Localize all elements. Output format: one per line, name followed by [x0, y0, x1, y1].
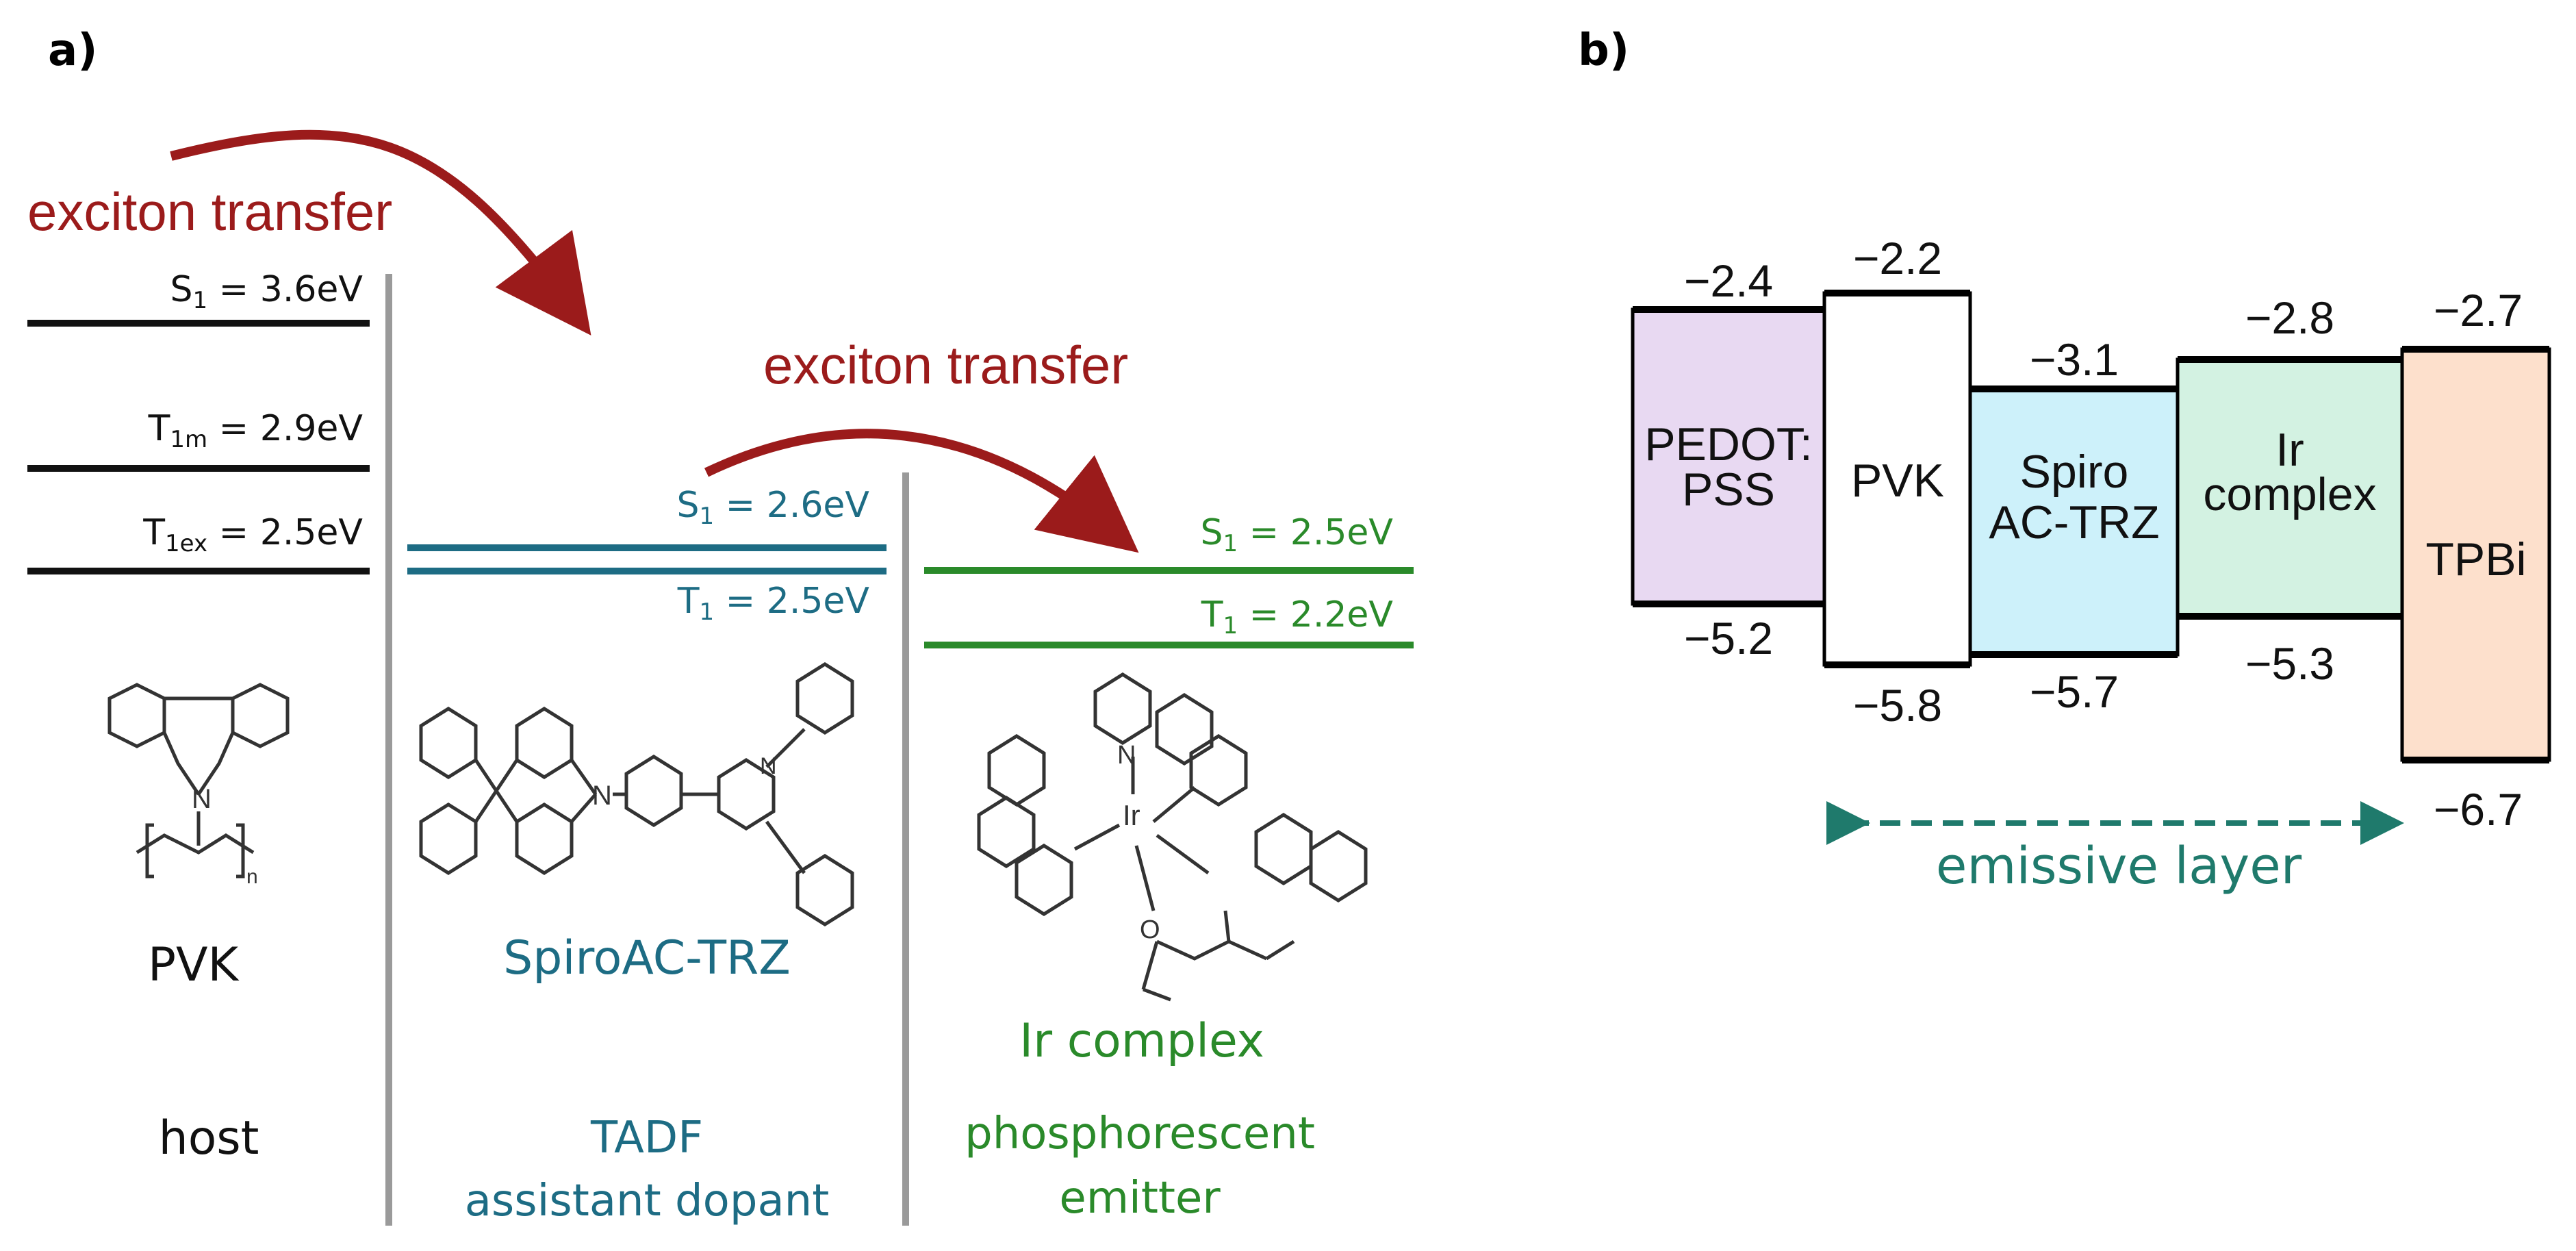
host-level-t1m-label: T1m = 2.9eV: [148, 408, 364, 453]
tadf-role-line2: assistant dopant: [465, 1176, 830, 1226]
band-spiroac-trz-name-1: Spiro: [2020, 446, 2129, 498]
host-role-label: host: [159, 1111, 259, 1165]
panel-a-label: a): [48, 25, 97, 76]
pvk-structure: [107, 683, 290, 879]
band-pvk: PVK −2.2 −5.8: [1822, 233, 1972, 731]
ir-complex-structure: [977, 672, 1368, 1002]
band-pvk-top-value: −2.2: [1853, 233, 1942, 283]
band-spiroac-trz-name-2: AC-TRZ: [1989, 496, 2159, 548]
panel-b: b) PEDOT: PSS −2.4 −5.2 PVK −2.2 −5.8 Sp…: [1578, 25, 2551, 896]
panel-b-label: b): [1578, 25, 1629, 76]
band-pvk-name: PVK: [1851, 455, 1944, 507]
spiroac-trz-n-atom: N: [592, 781, 612, 811]
exciton-transfer-label-1: exciton transfer: [27, 181, 392, 242]
pvk-n-atom: N: [192, 784, 212, 814]
exciton-transfer-arrow-2: [704, 429, 1139, 553]
panel-a: a) exciton transfer exciton transfer S1 …: [27, 25, 1414, 1226]
band-spiroac-trz: Spiro AC-TRZ −3.1 −5.7: [1968, 334, 2180, 717]
ir-complex-n-atom: N: [1117, 741, 1136, 770]
spiroac-trz-structure: [419, 662, 854, 926]
pvk-molecule-name: PVK: [148, 938, 240, 992]
spiroac-trz-triazine-n: N: [760, 753, 777, 779]
host-level-t1ex-label: T1ex = 2.5eV: [142, 512, 363, 557]
tadf-level-t1-label: T1 = 2.5eV: [677, 581, 870, 626]
band-tpbi-top-value: −2.7: [2434, 285, 2523, 336]
band-pedot-pss-name-1: PEDOT:: [1644, 418, 1813, 470]
band-tpbi: TPBi −2.7 −6.7: [2400, 285, 2551, 835]
spiroac-trz-molecule-name: SpiroAC-TRZ: [503, 931, 791, 985]
emitter-role-line2: emitter: [1059, 1173, 1221, 1224]
host-levels: S1 = 3.6eV T1m = 2.9eV T1ex = 2.5eV: [27, 269, 370, 574]
host-level-s1-label: S1 = 3.6eV: [170, 269, 363, 314]
band-ir-complex-name-2: complex: [2203, 468, 2376, 520]
ir-complex-metal-label: Ir: [1123, 799, 1140, 831]
band-pedot-pss: PEDOT: PSS −2.4 −5.2: [1631, 255, 1826, 664]
band-ir-complex-top-value: −2.8: [2245, 292, 2334, 343]
band-spiroac-trz-bottom-value: −5.7: [2030, 666, 2119, 717]
band-spiroac-trz-top-value: −3.1: [2030, 334, 2119, 385]
emitter-levels: S1 = 2.5eV T1 = 2.2eV: [924, 512, 1414, 648]
band-tpbi-name: TPBi: [2425, 533, 2526, 585]
pvk-repeat-n: n: [246, 865, 258, 888]
band-pedot-pss-bottom-value: −5.2: [1684, 613, 1773, 664]
tadf-role-line1: TADF: [590, 1113, 703, 1163]
ir-complex-molecule-name: Ir complex: [1019, 1014, 1264, 1068]
emitter-level-t1-label: T1 = 2.2eV: [1201, 594, 1394, 640]
exciton-transfer-label-2: exciton transfer: [763, 335, 1128, 395]
exciton-transfer-arrow-1: [170, 129, 591, 336]
band-ir-complex-bottom-value: −5.3: [2245, 638, 2334, 689]
emitter-role-line1: phosphorescent: [965, 1109, 1315, 1159]
emitter-level-s1-label: S1 = 2.5eV: [1200, 512, 1393, 557]
band-ir-complex-name-1: Ir: [2275, 424, 2304, 476]
tadf-level-s1-label: S1 = 2.6eV: [676, 485, 869, 530]
ir-complex-o-atom: O: [1140, 915, 1160, 944]
band-pedot-pss-top-value: −2.4: [1684, 255, 1773, 306]
band-ir-complex: Ir complex −2.8 −5.3: [2176, 292, 2404, 689]
emissive-layer-label: emissive layer: [1936, 837, 2302, 896]
band-tpbi-bottom-value: −6.7: [2434, 784, 2523, 835]
band-pvk-bottom-value: −5.8: [1853, 680, 1942, 731]
band-pedot-pss-name-2: PSS: [1682, 464, 1775, 516]
tadf-levels: S1 = 2.6eV T1 = 2.5eV: [407, 485, 887, 626]
